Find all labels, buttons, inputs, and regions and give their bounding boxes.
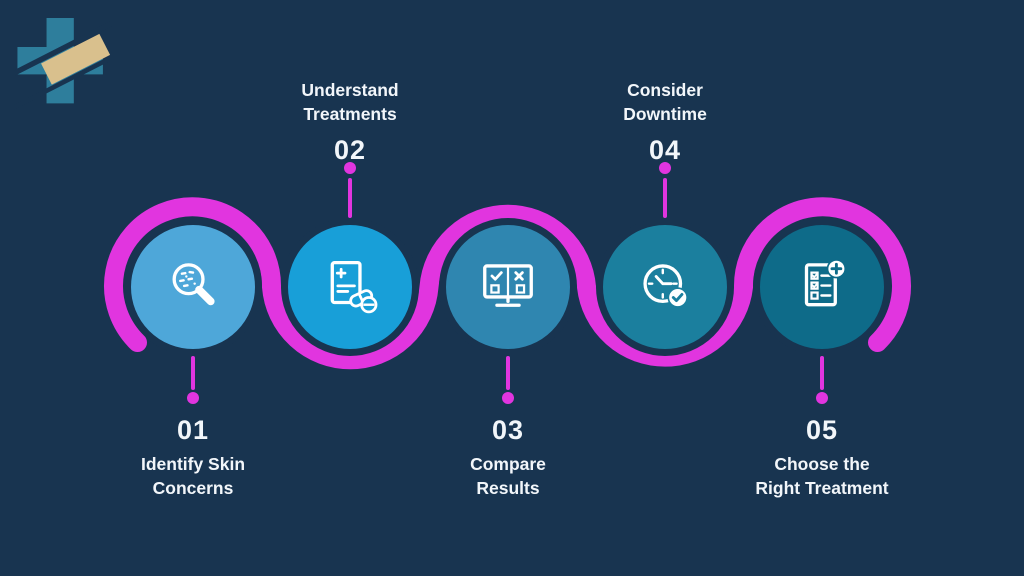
step-04-circle [596,218,734,356]
connector-dot [187,392,199,404]
connector-dot [659,162,671,174]
step-01-circle [124,218,262,356]
connector-line [506,356,510,390]
medical-cross-logo [12,14,112,115]
checklist-plus-icon [804,259,847,307]
step-label-line: Results [476,478,540,498]
prescription-pills-icon [330,260,378,314]
step-label-line: Compare [470,454,546,474]
step-number: 05 [805,415,839,445]
connector-line [348,178,352,218]
step-01: 01 Identify Skin Concerns [83,0,303,576]
connector-line [191,356,195,390]
connector-line [820,356,824,390]
step-02-circle [281,218,419,356]
step-03-circle [439,218,577,356]
connector-dot [344,162,356,174]
step-number: 01 [176,415,210,445]
step-03: 03 Compare Results [398,0,618,576]
step-01-labels: 01 Identify Skin Concerns [83,414,303,500]
comparison-monitor-icon [483,264,533,307]
step-label-line: Right Treatment [755,478,889,498]
logo-gap [12,14,112,90]
step-05: 05 Choose the Right Treatment [712,0,932,576]
connector-line [663,178,667,218]
logo-gap [12,42,112,115]
step-02: Understand Treatments 02 [240,0,460,576]
clock-check-icon [643,264,688,308]
step-number: 03 [491,415,525,445]
magnifier-skin-icon [172,263,215,306]
step-number: 02 [333,135,367,165]
step-03-labels: 03 Compare Results [398,414,618,500]
step-label-line: Understand [301,80,399,100]
step-label-line: Concerns [152,478,234,498]
step-number: 04 [648,135,682,165]
connector-dot [502,392,514,404]
step-label-line: Treatments [303,104,397,124]
step-label-line: Choose the [774,454,870,474]
step-04-labels: Consider Downtime 04 [555,78,775,166]
step-05-labels: 05 Choose the Right Treatment [712,414,932,500]
step-02-labels: Understand Treatments 02 [240,78,460,166]
step-label-line: Identify Skin [140,454,246,474]
step-04: Consider Downtime 04 [555,0,775,576]
step-label-line: Downtime [623,104,707,124]
step-05-circle [753,218,891,356]
logo-ribbon [41,33,111,85]
connector-dot [816,392,828,404]
step-label-line: Consider [627,80,703,100]
